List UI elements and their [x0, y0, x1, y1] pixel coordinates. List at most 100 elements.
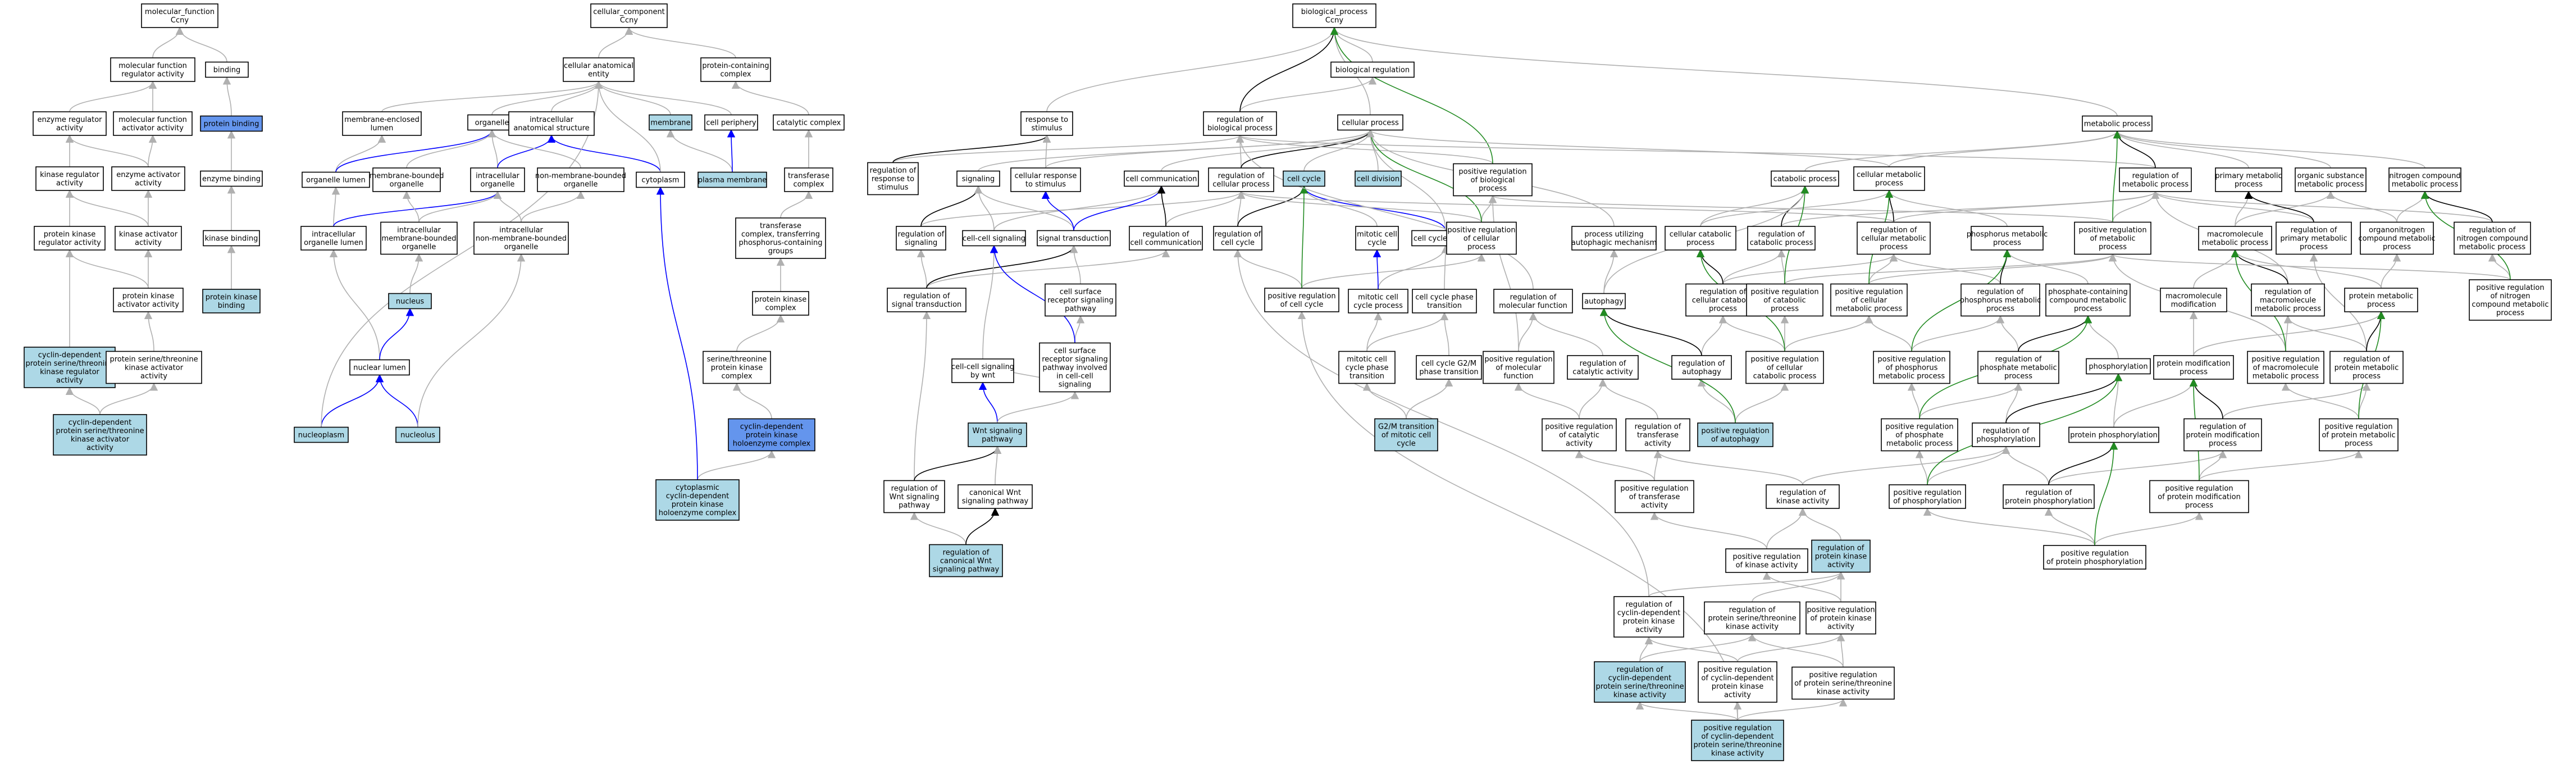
- node-box: [784, 167, 833, 192]
- node-box: [2068, 426, 2159, 443]
- edge-is-a: [1864, 315, 1912, 352]
- node-label: regulation of: [943, 549, 990, 557]
- node-label: activity: [1827, 561, 1854, 570]
- node-box: [1483, 351, 1554, 384]
- node-label: regulation of: [1617, 666, 1663, 674]
- edge-regulates: [1237, 185, 1308, 227]
- node-label: entity: [588, 70, 609, 79]
- node-label: of cell cycle: [1280, 301, 1324, 309]
- node-label: organelle: [402, 243, 436, 252]
- node-label: stimulus: [1031, 124, 1062, 133]
- node-box: [1594, 661, 1686, 703]
- node-box: [2149, 480, 2249, 513]
- node-label: cycle process: [1353, 302, 1403, 310]
- edge-part-of: [727, 129, 736, 172]
- node-box: [2003, 484, 2095, 509]
- node-label: positive regulation: [1268, 292, 1335, 301]
- node-cc-sig: cell-cell signaling: [962, 230, 1026, 247]
- edge-is-a: [2235, 190, 2335, 227]
- node-label: kinase activator: [119, 230, 178, 239]
- edge-part-of: [547, 134, 661, 172]
- node-label: cyclin-dependent: [740, 423, 803, 431]
- edge-is-a: [409, 253, 423, 294]
- node-box: [951, 358, 1014, 383]
- edge-regulates: [2189, 378, 2223, 419]
- node-label: metabolic process: [2253, 372, 2319, 381]
- edge-is-a: [335, 134, 386, 172]
- node-label: regulation of: [1729, 606, 1776, 615]
- node-label: process: [2352, 372, 2381, 381]
- edge-regulates: [1599, 308, 1702, 356]
- node-label: signal transduction: [1039, 235, 1109, 243]
- edge-is-a: [1737, 633, 1845, 662]
- node-label: of cellular: [1463, 235, 1500, 243]
- node-label: regulation of: [1510, 293, 1557, 302]
- node-label: regulation of: [2344, 356, 2390, 364]
- node-label: signaling pathway: [933, 566, 1000, 574]
- edge-is-a: [1701, 315, 1727, 356]
- edge-is-a: [321, 80, 603, 428]
- edge-regulates: [2005, 373, 2123, 424]
- node-label: nuclear lumen: [353, 364, 405, 372]
- node-label: phosphorylation: [1976, 435, 2035, 444]
- node-label: activity: [86, 444, 113, 452]
- node-box: [1971, 226, 2044, 251]
- node-met-proc: metabolic process: [2082, 115, 2153, 132]
- node-label: activity: [135, 239, 162, 247]
- node-label: cellular anatomical: [564, 62, 633, 70]
- node-label: cyclin-dependent: [666, 492, 729, 501]
- edge-part-of: [321, 374, 384, 428]
- node-label: kinase regulator: [40, 368, 99, 376]
- node-label: cell division: [1357, 175, 1399, 184]
- edge-is-a: [1330, 26, 1373, 62]
- edge-is-a: [418, 190, 502, 222]
- edge-is-a: [1042, 134, 1051, 169]
- node-box: [704, 114, 758, 131]
- edge-part-of: [333, 190, 502, 227]
- node-box: [649, 114, 692, 131]
- edge-is-a: [892, 134, 1244, 163]
- node-label: plasma membrane: [698, 176, 767, 185]
- node-label: molecular function: [118, 62, 187, 70]
- node-label: signaling: [962, 175, 995, 184]
- node-label: process: [1875, 179, 1903, 188]
- edge-is-a: [2381, 253, 2401, 289]
- edge-is-a: [2113, 130, 2331, 169]
- node-box: [728, 418, 815, 452]
- node-label: kinase activity: [1817, 688, 1870, 697]
- node-phosphorylation: phosphorylation: [2086, 358, 2151, 375]
- edge-part-of: [379, 308, 414, 360]
- edge-is-a: [2281, 383, 2359, 419]
- node-label: process: [2180, 368, 2208, 376]
- node-label: phosphorylation: [2089, 363, 2148, 371]
- node-box: [962, 230, 1026, 247]
- node-label: activator activity: [117, 301, 179, 309]
- node-box: [1857, 221, 1931, 255]
- node-box: [141, 3, 218, 28]
- node-label: activity: [56, 179, 83, 188]
- node-label: macromolecule: [2207, 230, 2263, 239]
- node-label: to stimulus: [1025, 180, 1066, 189]
- node-box: [24, 347, 116, 388]
- node-label: protein metabolic: [2335, 364, 2399, 372]
- node-box: [1039, 342, 1111, 393]
- node-label: organic substance: [2297, 172, 2364, 180]
- node-label: of metabolic: [2090, 235, 2136, 243]
- edge-is-a: [69, 80, 157, 112]
- edge-is-a: [666, 129, 733, 172]
